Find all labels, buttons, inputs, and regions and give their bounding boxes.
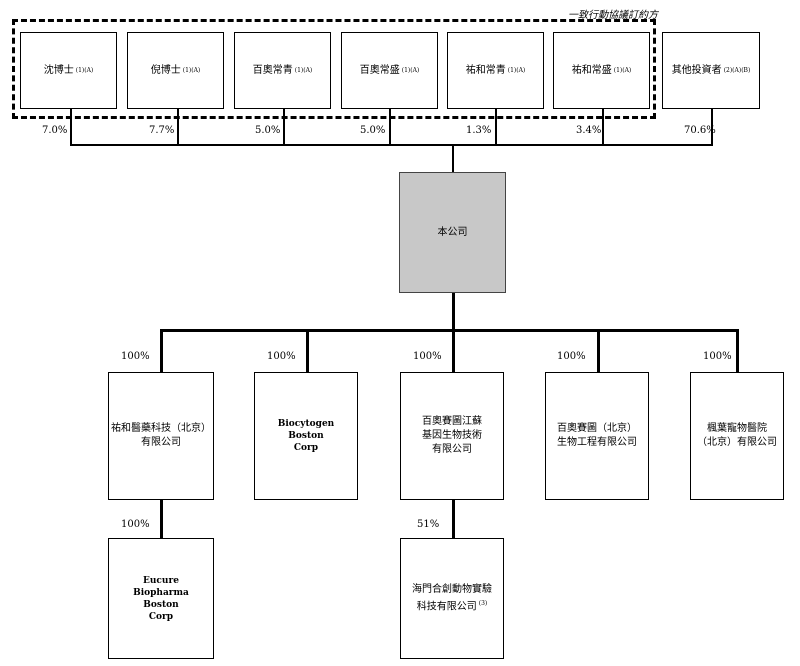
shareholder-note: (2)(A)(B) [723,66,751,74]
subsidiary-name-line: Biopharma [133,587,189,598]
connector-line [452,329,455,373]
connector-line [389,109,391,145]
shareholder-pct: 1.3% [466,125,492,136]
shareholder-box-bioao-changsheng: 百奧常盛(1)(A) [341,32,438,109]
shareholder-note: (1)(A) [613,66,632,74]
shareholder-box-youhe-changsheng: 祐和常盛(1)(A) [553,32,650,109]
connector-line [70,109,72,145]
subsidiary-name-line: 有限公司 [141,437,181,448]
subsidiary-name-line: Eucure [143,575,179,586]
connector-line [160,329,737,332]
connector-line [495,109,497,145]
acting-in-concert-label: 一致行動協議訂約方 [568,10,658,21]
subsidiary-box-biocytogen-jiangsu: 百奧賽圖江蘇 基因生物技術 有限公司 [400,372,504,500]
shareholder-note: (1)(A) [75,66,94,74]
subsidiary-box-eucure-boston: Eucure Biopharma Boston Corp [108,538,214,659]
shareholder-box-dr-ni: 倪博士(1)(A) [127,32,224,109]
subsidiary-pct: 100% [121,351,150,362]
shareholder-name: 沈博士 [43,64,74,76]
company-box: 本公司 [399,172,506,293]
company-name: 本公司 [437,226,468,238]
subsidiary-name-line: 百奧賽圖江蘇 [422,416,482,427]
shareholder-name: 百奧常盛 [359,64,400,76]
connector-line [711,109,713,145]
subsidiary-name-line: 百奧賽圖（北京） [557,423,637,434]
shareholder-name: 祐和常青 [465,64,506,76]
second-level-pct: 51% [417,519,440,530]
subsidiary-name-line: 海門合創動物實驗 [412,583,492,595]
shareholder-pct: 7.7% [149,125,175,136]
second-level-pct: 100% [121,519,150,530]
connector-line [177,109,179,145]
connector-line [452,144,454,173]
subsidiary-pct: 100% [557,351,586,362]
shareholder-pct: 5.0% [360,125,386,136]
shareholder-name: 倪博士 [150,64,181,76]
subsidiary-name-line: 有限公司 [432,444,472,455]
subsidiary-name-line: 生物工程有限公司 [557,437,637,448]
connector-line [70,144,713,146]
subsidiary-box-biocytogen-boston: Biocytogen Boston Corp [254,372,358,500]
subsidiary-pct: 100% [413,351,442,362]
subsidiary-name-line: 科技有限公司 [416,601,477,613]
acting-in-concert-boundary [12,19,656,119]
subsidiary-note: (3) [478,599,488,607]
subsidiary-box-maple-pet-hospital: 楓葉寵物醫院 （北京）有限公司 [690,372,784,500]
shareholder-note: (1)(A) [401,66,420,74]
shareholder-pct: 3.4% [576,125,602,136]
subsidiary-name-line: Boston [143,599,179,610]
subsidiary-name-line: 祐和醫藥科技（北京） [111,423,211,434]
connector-line [597,329,600,373]
shareholder-name: 祐和常盛 [571,64,612,76]
subsidiary-pct: 100% [703,351,732,362]
shareholder-name: 其他投資者 [671,64,722,76]
shareholder-name: 百奧常青 [252,64,293,76]
shareholder-note: (1)(A) [182,66,201,74]
subsidiary-name-line: （北京）有限公司 [697,437,777,448]
shareholder-note: (1)(A) [294,66,313,74]
subsidiary-name-line: Corp [293,443,319,453]
shareholder-note: (1)(A) [507,66,526,74]
connector-line [602,109,604,145]
subsidiary-pct: 100% [267,351,296,362]
shareholder-pct: 5.0% [255,125,281,136]
connector-line [283,109,285,145]
subsidiary-box-biocytogen-beijing: 百奧賽圖（北京） 生物工程有限公司 [545,372,649,500]
shareholder-box-other-investors: 其他投資者(2)(A)(B) [662,32,760,109]
connector-line [736,329,739,373]
subsidiary-box-youhe-beijing: 祐和醫藥科技（北京） 有限公司 [108,372,214,500]
connector-line [306,329,309,373]
shareholder-box-youhe-changqing: 祐和常青(1)(A) [447,32,544,109]
subsidiary-name-line: Biocytogen [277,419,335,429]
subsidiary-box-haimen-hechuang: 海門合創動物實驗 科技有限公司(3) [400,538,504,659]
subsidiary-name-line: 楓葉寵物醫院 [707,423,767,434]
connector-line [160,329,163,373]
shareholder-pct: 7.0% [42,125,68,136]
connector-line [452,293,455,330]
connector-line [160,500,163,539]
shareholder-box-bioao-changqing: 百奧常青(1)(A) [234,32,331,109]
subsidiary-name-line: Corp [148,611,174,622]
shareholder-box-dr-shen: 沈博士(1)(A) [20,32,117,109]
subsidiary-name-line: 基因生物技術 [422,430,482,441]
subsidiary-name-line: Boston [288,431,324,441]
connector-line [452,500,455,539]
shareholder-pct: 70.6% [684,125,716,136]
